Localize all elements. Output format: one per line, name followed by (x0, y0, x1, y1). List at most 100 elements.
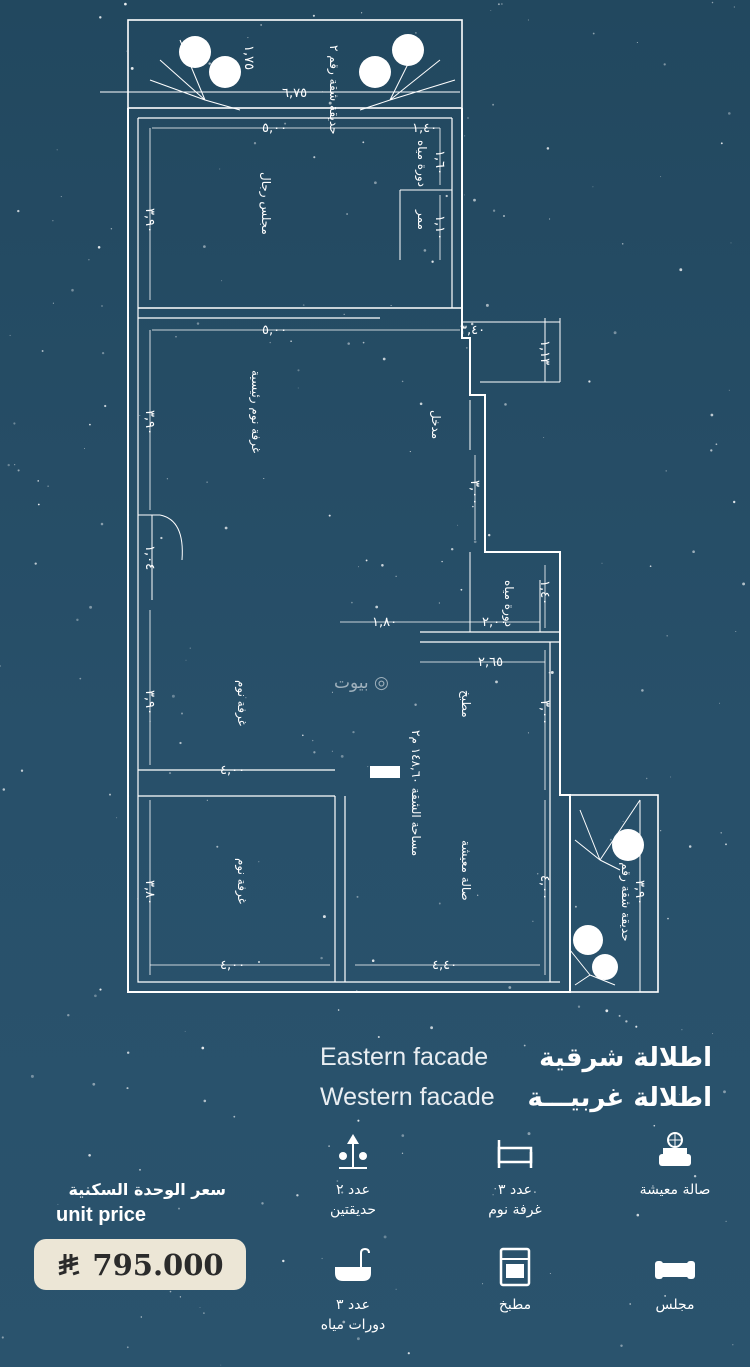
star (312, 739, 314, 742)
star (467, 117, 469, 119)
star (139, 1168, 141, 1171)
star (337, 1009, 340, 1011)
feature-bedrooms-line2: غرفة نوم (488, 1202, 542, 1218)
star (635, 1025, 638, 1028)
feature-majlis: مجلس (600, 1245, 750, 1315)
star (735, 631, 737, 632)
star (629, 1303, 632, 1305)
garden-width-text: ٦,٧٥ (282, 86, 307, 101)
star (322, 915, 326, 919)
star (89, 423, 91, 426)
star (126, 1087, 129, 1090)
star (472, 505, 474, 508)
star (501, 3, 503, 5)
star (711, 1, 714, 4)
star (549, 1273, 551, 1275)
kitchen-label: مطبخ (459, 690, 473, 718)
star (715, 443, 718, 446)
star (550, 671, 554, 674)
floor-plan: ٥,٠٠ ١,٤٠ ٦,٧٥ ٥,٠٠ ٣,٤٠ ١,٨٠ ٢,٠٠ ٢,٦٥ … (100, 19, 659, 993)
wc-mid-height-text: ١,٤٠ (537, 580, 552, 605)
corridor-width-text: ١,٨٠ (372, 615, 397, 630)
star (523, 1044, 526, 1047)
saudi-riyal-icon (58, 1253, 80, 1275)
star (361, 12, 363, 14)
star (199, 1306, 201, 1308)
bathtub-icon (335, 1247, 371, 1281)
star (401, 1134, 405, 1137)
star (313, 751, 316, 754)
star (679, 268, 683, 272)
star (169, 1290, 172, 1293)
star (99, 16, 102, 19)
star (416, 774, 418, 776)
star (720, 142, 723, 145)
star (423, 249, 427, 252)
star (679, 1094, 681, 1096)
facade-western-ar: اطلالة غربيـــة (527, 1083, 712, 1113)
star (390, 304, 392, 307)
star (168, 772, 172, 775)
star (100, 522, 104, 526)
star (1, 1336, 4, 1339)
star (719, 702, 721, 704)
star (482, 1283, 484, 1285)
star (126, 50, 127, 52)
star (20, 769, 24, 772)
star (609, 838, 612, 841)
star (464, 135, 466, 137)
star (224, 526, 228, 530)
star (362, 141, 365, 144)
star (17, 469, 20, 472)
star (490, 10, 492, 12)
star (99, 988, 102, 991)
star (371, 959, 375, 962)
star (395, 575, 397, 577)
feature-kitchen-line1: مطبخ (498, 1297, 532, 1313)
star (485, 303, 489, 307)
star (56, 149, 58, 151)
star (160, 536, 163, 540)
star (636, 1213, 640, 1217)
star (465, 347, 468, 349)
facade-western-en: Western facade (320, 1083, 495, 1111)
star (492, 209, 496, 212)
star (88, 1154, 91, 1157)
star (196, 322, 200, 325)
master-bedroom-label: غرفة نوم رئيسية (248, 370, 263, 453)
star (723, 1090, 726, 1094)
living-room-icon (659, 1132, 691, 1166)
kitchen-height-text: ٣,٠٠ (537, 700, 552, 725)
star (302, 734, 304, 737)
star (284, 122, 287, 125)
feature-bathrooms-line1: عدد ٣ (336, 1297, 370, 1313)
plant-decoration-side-top (574, 799, 644, 871)
star (260, 24, 262, 26)
star (57, 1203, 59, 1205)
star (730, 242, 732, 244)
star (269, 341, 271, 344)
star (445, 194, 448, 198)
star (41, 350, 44, 352)
star (245, 697, 247, 699)
star (494, 1188, 496, 1190)
star (401, 380, 404, 383)
star (124, 2, 127, 6)
star (97, 246, 101, 249)
star (414, 703, 417, 706)
star (592, 32, 595, 35)
star (290, 340, 292, 343)
star (473, 540, 477, 544)
star (346, 213, 349, 215)
star (588, 380, 591, 383)
star (328, 514, 331, 517)
star (574, 905, 577, 908)
star (79, 677, 82, 680)
star (328, 101, 332, 105)
star (189, 647, 191, 649)
star (297, 369, 300, 372)
star (492, 1194, 494, 1196)
star (613, 331, 617, 335)
star (340, 755, 344, 758)
star (620, 1344, 623, 1348)
